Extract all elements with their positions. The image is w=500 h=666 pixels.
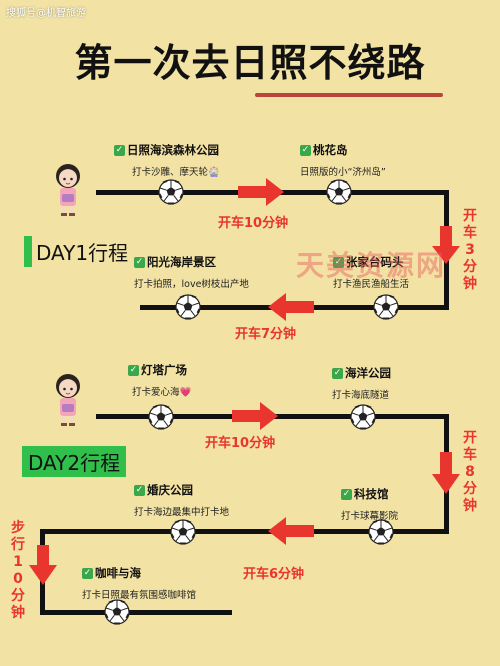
- drive-label: 开车7分钟: [235, 327, 297, 342]
- stop-name: 咖啡与海: [95, 566, 141, 580]
- stop-desc: 打卡海边最集中打卡地: [134, 507, 230, 518]
- check-icon: ✓: [128, 365, 139, 376]
- soccer-ball-icon: [373, 294, 399, 320]
- arrow-down-icon: [432, 226, 460, 264]
- day1-stop-4: ✓阳光海岸景区 打卡拍照，love树枝出产地: [134, 254, 249, 290]
- day2-label: DAY2行程: [22, 446, 127, 477]
- drive-label-vertical: 开车8分钟: [463, 430, 477, 514]
- drive-label: 开车10分钟: [218, 216, 289, 231]
- stop-name: 桃花岛: [313, 143, 348, 157]
- stop-name: 日照海滨森林公园: [127, 143, 219, 157]
- day1-stop-2: ✓桃花岛 日照版的小“济州岛”: [300, 142, 386, 178]
- stop-desc: 打卡海底隧道: [332, 390, 390, 401]
- check-icon: ✓: [341, 489, 352, 500]
- stop-name: 科技馆: [354, 487, 389, 501]
- drive-label-vertical: 开车3分钟: [463, 208, 477, 292]
- stop-desc: 打卡日照最有氛围感咖啡馆: [82, 590, 197, 601]
- stop-desc: 打卡球幕影院: [341, 511, 399, 522]
- arrow-down-icon: [432, 452, 460, 494]
- girl-avatar-icon: [55, 373, 81, 427]
- soccer-ball-icon: [158, 179, 184, 205]
- day2-stop-2: ✓海洋公园 打卡海底隧道: [332, 365, 391, 401]
- drive-label-vertical: 步行10分钟: [11, 520, 25, 621]
- stop-name: 张家台码头: [346, 255, 404, 269]
- arrow-left-icon: [268, 293, 314, 321]
- soccer-ball-icon: [350, 404, 376, 430]
- arrow-down-icon: [29, 545, 57, 585]
- stop-name: 海洋公园: [345, 366, 391, 380]
- soccer-ball-icon: [148, 404, 174, 430]
- day1-label: DAY1行程: [24, 236, 134, 267]
- source-watermark: 搜狐号@机智旅游: [6, 8, 86, 19]
- day1-stop-3: ✓张家台码头 打卡渔民渔船生活: [333, 254, 409, 290]
- check-icon: ✓: [300, 145, 311, 156]
- arrow-right-icon: [232, 402, 278, 430]
- drive-label: 开车10分钟: [205, 436, 276, 451]
- arrow-left-icon: [268, 517, 314, 545]
- check-icon: ✓: [134, 257, 145, 268]
- check-icon: ✓: [333, 257, 344, 268]
- day2-road-middle: [40, 529, 449, 534]
- soccer-ball-icon: [104, 599, 130, 625]
- stop-desc: 打卡拍照，love树枝出产地: [134, 279, 249, 290]
- stop-desc: 日照版的小“济州岛”: [300, 167, 386, 178]
- day1-stop-1: ✓日照海滨森林公园 打卡沙雕、摩天轮🎡: [114, 142, 220, 178]
- stop-name: 阳光海岸景区: [147, 255, 216, 269]
- check-icon: ✓: [82, 568, 93, 579]
- day2-stop-3: ✓科技馆 打卡球幕影院: [341, 486, 398, 522]
- stop-name: 灯塔广场: [141, 363, 187, 377]
- day2-stop-1: ✓灯塔广场 打卡爱心海💗: [128, 362, 191, 398]
- check-icon: ✓: [332, 368, 343, 379]
- title-underline: [255, 93, 443, 97]
- arrow-right-icon: [238, 178, 284, 206]
- day2-stop-4: ✓婚庆公园 打卡海边最集中打卡地: [134, 482, 229, 518]
- drive-label: 开车6分钟: [243, 567, 305, 582]
- check-icon: ✓: [114, 145, 125, 156]
- day2-road-bottom: [40, 610, 232, 615]
- stop-desc: 打卡沙雕、摩天轮🎡: [132, 167, 220, 178]
- day2-stop-5: ✓咖啡与海 打卡日照最有氛围感咖啡馆: [82, 565, 196, 601]
- soccer-ball-icon: [170, 519, 196, 545]
- soccer-ball-icon: [175, 294, 201, 320]
- stop-desc: 打卡爱心海💗: [132, 387, 192, 398]
- soccer-ball-icon: [368, 519, 394, 545]
- stop-desc: 打卡渔民渔船生活: [333, 279, 410, 290]
- stop-name: 婚庆公园: [147, 483, 193, 497]
- page-title: 第一次去日照不绕路: [74, 41, 426, 85]
- soccer-ball-icon: [326, 179, 352, 205]
- check-icon: ✓: [134, 485, 145, 496]
- site-watermark: 天美资源网: [296, 249, 447, 282]
- girl-avatar-icon: [55, 163, 81, 217]
